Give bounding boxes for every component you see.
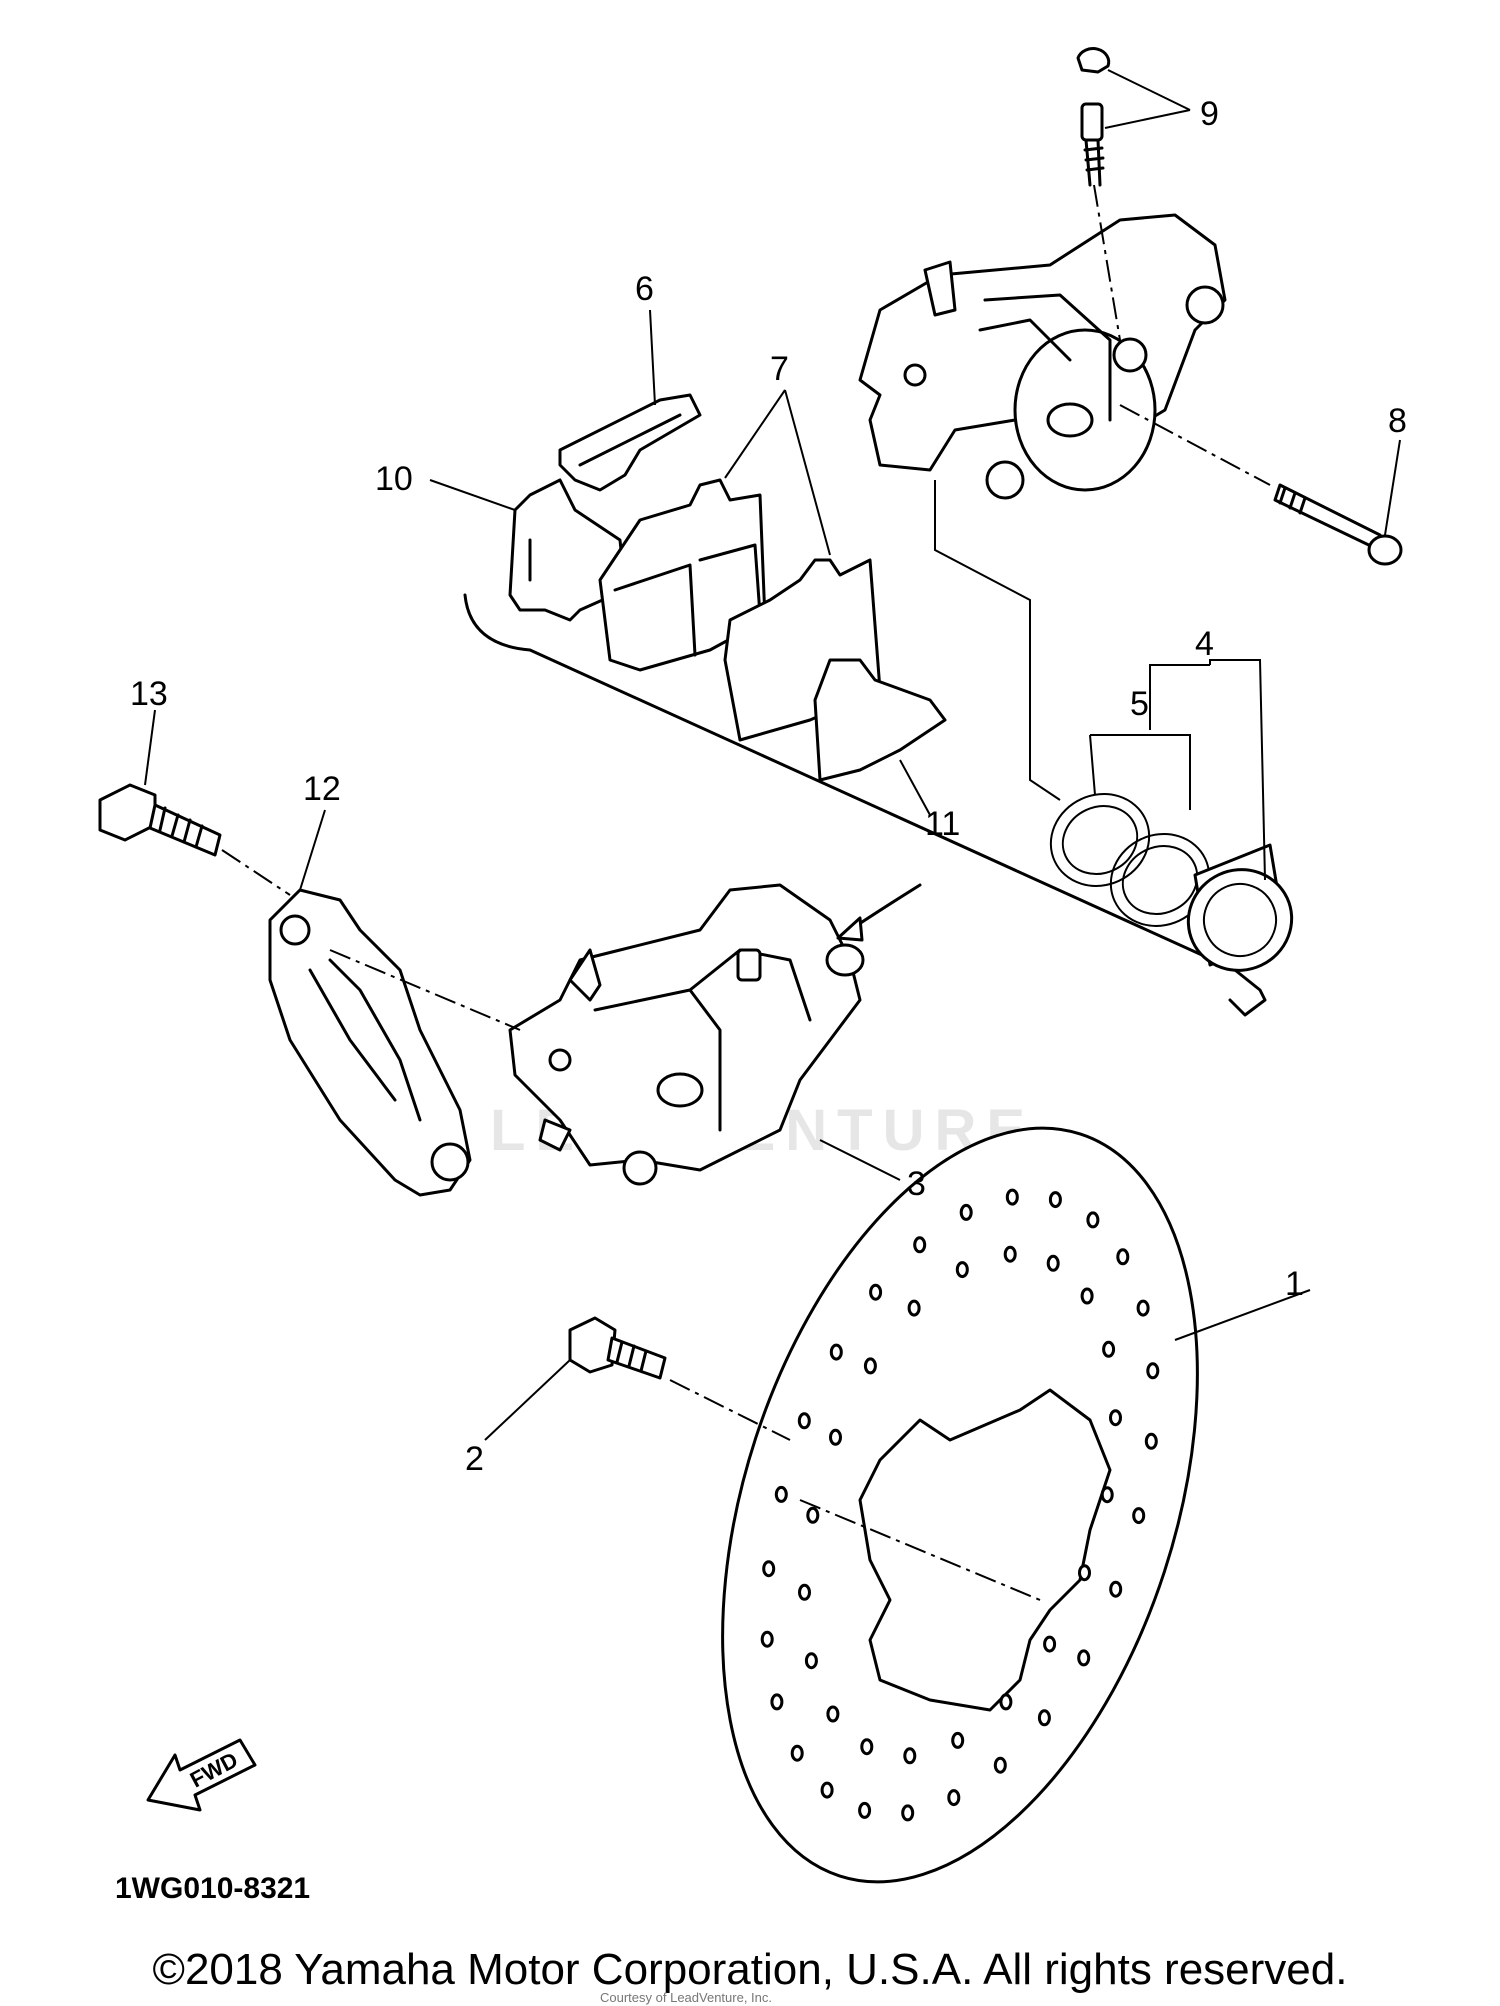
disc-vent-hole [806,1506,820,1524]
disc-vent-hole [860,1738,874,1756]
piston-seal-set [934,480,1294,972]
disc-vent-hole [1046,1254,1060,1272]
disc-vent-hole [1086,1211,1100,1229]
disc-vent-hole [959,1203,973,1221]
disc-vent-hole [798,1583,811,1601]
disc-vent-hole [1116,1248,1130,1266]
upper-caliper-assembly [858,47,1403,566]
disc-vent-hole [993,1756,1007,1774]
disc-vent-hole [1109,1580,1123,1598]
disc-vent-hole [903,1747,917,1765]
disc-vent-hole [820,1781,834,1799]
disc-vent-hole [1100,1486,1114,1504]
disc-vent-hole [1132,1507,1146,1525]
disc-vent-hole [1109,1409,1122,1427]
callout-8: 8 [1388,402,1407,440]
callout-13: 13 [130,675,168,713]
callout-4: 4 [1195,625,1214,663]
disc-vent-hole [1077,1649,1091,1667]
disc-vent-hole [774,1485,788,1503]
callout-7: 7 [770,350,789,388]
leader-lines [144,69,1401,1441]
disc-vent-hole [1003,1245,1017,1263]
callout-labels: 1 2 3 4 5 6 7 8 9 10 11 12 13 [130,95,1407,1478]
callout-11: 11 [925,805,960,843]
disc-vent-hole [829,1428,842,1446]
disc-vent-hole [1146,1362,1160,1380]
disc-vent-hole [829,1343,843,1361]
caliper-bracket [98,783,521,1197]
disc-vent-hole [1144,1432,1158,1450]
callout-5: 5 [1130,685,1149,723]
disc-vent-hole [1136,1299,1150,1317]
brake-pad-set [463,393,1267,1017]
diagram-part-number: 1WG010-8321 [115,1872,310,1905]
callout-3: 3 [907,1165,926,1203]
callout-10: 10 [375,460,413,498]
disc-vent-hole [999,1693,1013,1711]
disc-vent-hole [762,1560,776,1578]
callout-6: 6 [635,270,654,308]
disc-bolt [568,1316,791,1441]
copyright-notice: ©2018 Yamaha Motor Corporation, U.S.A. A… [152,1945,1348,1994]
disc-vent-hole [797,1412,811,1430]
disc-vent-hole [1043,1635,1057,1653]
disc-vent-hole [760,1630,774,1648]
disc-vent-hole [951,1731,965,1749]
disc-vent-hole [1102,1340,1116,1358]
disc-vent-hole [863,1357,877,1375]
callout-1: 1 [1285,1265,1304,1303]
disc-vent-hole [1005,1188,1019,1206]
disc-vent-hole [955,1261,969,1279]
disc-vent-hole [858,1801,872,1819]
forward-direction-arrow: FWD [146,1738,257,1812]
disc-vent-hole [1048,1191,1062,1209]
callout-12: 12 [303,770,341,808]
disc-vent-hole [826,1705,840,1723]
courtesy-note: Courtesy of LeadVenture, Inc. [600,1990,772,2005]
disc-vent-hole [1037,1709,1051,1727]
disc-vent-hole [869,1283,883,1301]
brake-disc [721,1126,1199,1884]
disc-vent-hole [770,1693,784,1711]
caliper-assembly [508,883,922,1186]
disc-vent-hole [1078,1564,1091,1582]
disc-vent-hole [907,1299,921,1317]
disc-vent-hole [804,1652,818,1670]
disc-vent-hole [901,1804,915,1822]
disc-vent-hole [913,1236,927,1254]
disc-vent-hole [1080,1287,1094,1305]
disc-vent-hole [947,1789,961,1807]
callout-2: 2 [465,1440,484,1478]
disc-vent-hole [790,1744,804,1762]
callout-9: 9 [1200,95,1219,133]
